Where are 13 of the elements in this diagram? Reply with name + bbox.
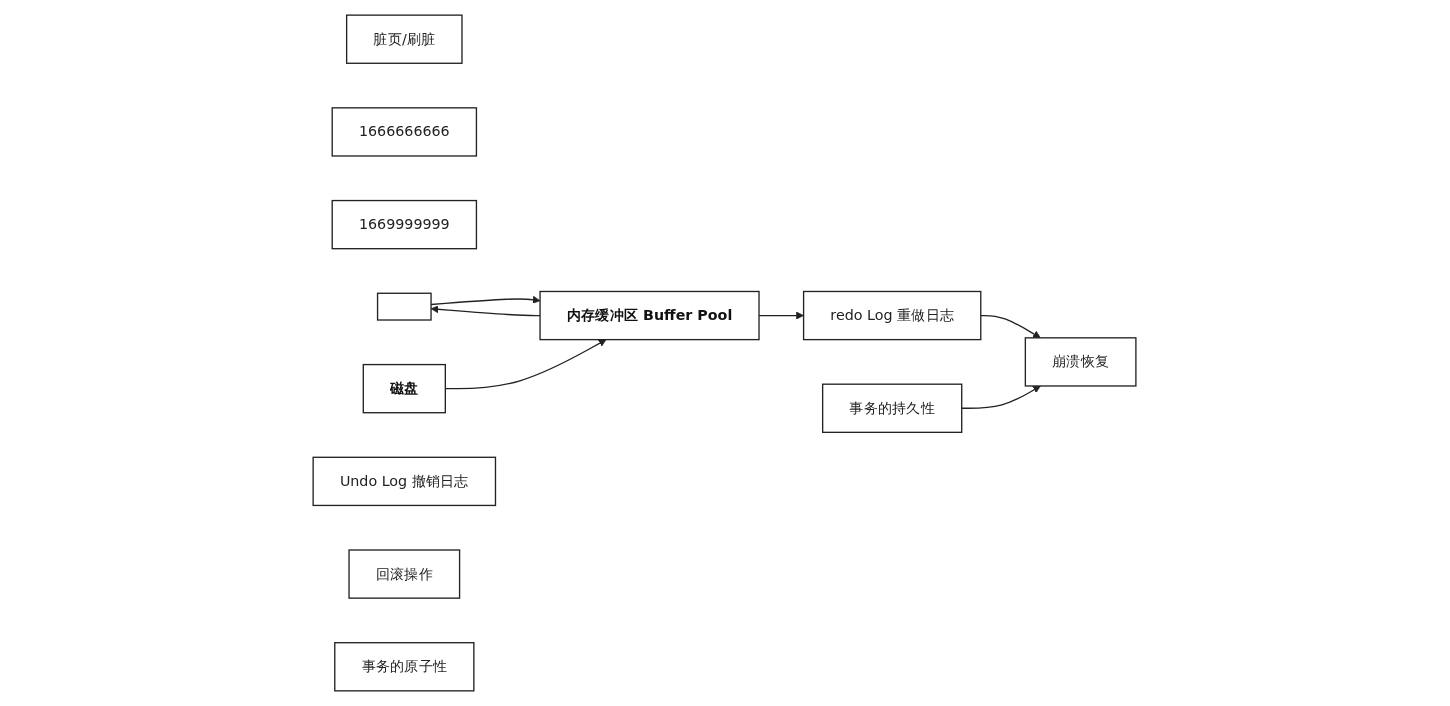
node-box: Undo Log 撤销日志 [312, 456, 497, 507]
node-box: 1666666666 [332, 107, 478, 157]
node-box: 磁盘 [363, 363, 447, 414]
node-box: 内存缓冲区 Buffer Pool [539, 290, 761, 341]
node-box: 崩溃恢复 [1025, 337, 1138, 387]
node-box: 回滚操作 [348, 549, 461, 599]
node-box [377, 292, 433, 321]
arrow [445, 339, 607, 390]
node-box: redo Log 重做日志 [803, 290, 982, 341]
node-box: 脏页/刷脏 [346, 14, 464, 64]
node-box: 1669999999 [332, 199, 478, 250]
node-box: 事务的原子性 [334, 642, 475, 692]
node-box: 事务的持久性 [822, 383, 963, 433]
